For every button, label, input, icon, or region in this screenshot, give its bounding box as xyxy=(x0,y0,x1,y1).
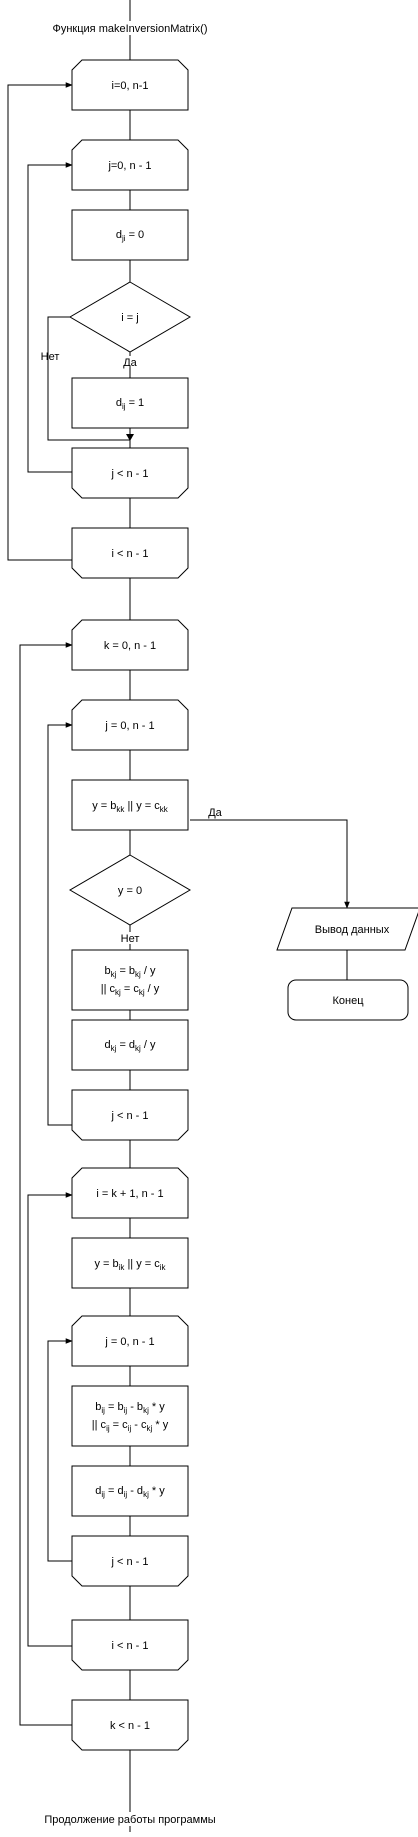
start-label: Функция makeInversionMatrix() xyxy=(52,23,207,35)
loop-i2-start-label: i = k + 1, n - 1 xyxy=(96,1188,163,1200)
decision-y-zero-label: y = 0 xyxy=(118,885,142,897)
end-terminator xyxy=(287,979,409,1021)
assign-dij-label: dij = 1 xyxy=(116,397,144,411)
loop-j-end xyxy=(71,447,189,499)
yes-label-bg xyxy=(118,356,142,368)
assign-dij-block xyxy=(71,377,189,429)
loop-k-end xyxy=(71,1699,189,1751)
loop-j-start-label: j=0, n - 1 xyxy=(107,160,151,172)
loop-j-return xyxy=(27,162,73,473)
loop-k-start-label: k = 0, n - 1 xyxy=(104,640,156,652)
assign-y-bkk-block xyxy=(71,779,189,831)
no-label-bg xyxy=(116,932,144,944)
start-label-bg xyxy=(38,21,222,35)
assign-y-bik-label: y = bik || y = cik xyxy=(94,1258,166,1272)
loop-j3-start xyxy=(71,1315,189,1367)
loop-i-end xyxy=(71,527,189,579)
decision-y-zero xyxy=(69,854,191,926)
loop-i2-end xyxy=(71,1619,189,1671)
yes-label: Да xyxy=(123,357,137,369)
loop-j3-end xyxy=(71,1535,189,1587)
loop-i-return xyxy=(7,82,73,561)
end-label: Продолжение работы программы xyxy=(44,1814,215,1826)
decision-i-equals-j xyxy=(69,281,191,353)
loop-k-return xyxy=(19,642,73,1726)
loop-k-end-label: k < n - 1 xyxy=(110,1720,150,1732)
assign-dkj-block xyxy=(71,1019,189,1071)
assign-y-bkk-label: y = bkk || y = ckk xyxy=(92,800,169,814)
loop-j-end-label: j < n - 1 xyxy=(111,468,149,480)
assign-bkj-line2: || ckj = ckj / y xyxy=(101,983,160,997)
assign-bij-line1: bij = bij - bkj * y xyxy=(95,1401,165,1415)
no-branch-line xyxy=(47,316,130,441)
assign-bkj-line1: bkj = bkj / y xyxy=(104,965,156,979)
loop-j2-end-label: j < n - 1 xyxy=(111,1110,149,1122)
assign-bkj-block xyxy=(71,949,189,1011)
loop-i-start xyxy=(71,59,189,111)
loop-j2-start xyxy=(71,699,189,751)
loop-i2-start xyxy=(71,1167,189,1219)
assign-dij2-block xyxy=(71,1465,189,1517)
output-label: Вывод данных xyxy=(315,924,390,936)
assign-dji-block xyxy=(71,209,189,261)
loop-j3-return xyxy=(47,1338,73,1562)
yes-branch-output-line xyxy=(190,819,350,909)
assign-dji-label: dji = 0 xyxy=(116,229,144,243)
assign-y-bik-block xyxy=(71,1237,189,1289)
output-block xyxy=(276,907,418,951)
assign-bij-block xyxy=(71,1385,189,1447)
yes-label: Да xyxy=(208,807,222,819)
assign-dkj-label: dkj = dkj / y xyxy=(104,1039,156,1053)
loop-j3-start-label: j = 0, n - 1 xyxy=(104,1336,154,1348)
loop-i-end-label: i < n - 1 xyxy=(112,548,149,560)
end-terminator-label: Конец xyxy=(332,995,364,1007)
loop-k-start xyxy=(71,619,189,671)
loop-j3-end-label: j < n - 1 xyxy=(111,1556,149,1568)
flowchart-labels: Функция makeInversionMatrix() Продолжение… xyxy=(28,21,390,1826)
no-label: Нет xyxy=(41,351,60,363)
loop-i-start-label: i=0, n-1 xyxy=(112,80,149,92)
loop-j2-start-label: j = 0, n - 1 xyxy=(104,720,154,732)
flowchart-shapes xyxy=(69,59,418,1751)
assign-bij-line2: || cij = cij - ckj * y xyxy=(92,1419,169,1433)
loop-i2-end-label: i < n - 1 xyxy=(112,1640,149,1652)
loop-j-start xyxy=(71,139,189,191)
merge-arrowhead xyxy=(126,434,134,441)
loop-j2-end xyxy=(71,1089,189,1141)
assign-dij2-label: dij = dij - dkj * y xyxy=(95,1485,165,1499)
loop-i2-return xyxy=(27,1192,73,1647)
decision-i-equals-j-label: i = j xyxy=(121,312,138,324)
end-label-bg xyxy=(28,1812,232,1826)
loop-j2-return xyxy=(47,722,73,1126)
no-label: Нет xyxy=(121,933,140,945)
